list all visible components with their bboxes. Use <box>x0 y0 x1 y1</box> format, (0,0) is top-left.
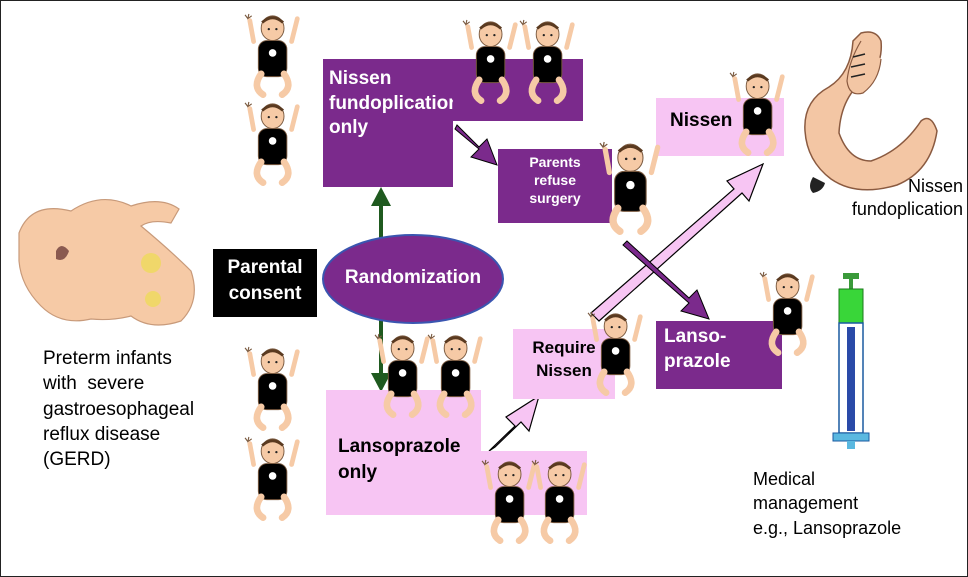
yellow-baby-icon <box>463 20 515 101</box>
medical-caption: Medical management e.g., Lansoprazole <box>753 467 901 540</box>
fundoplication-caption: Nissen fundoplication <box>827 175 963 221</box>
red-baby-icon <box>245 347 297 428</box>
medical-caption-line-3: e.g., Lansoprazole <box>753 516 901 540</box>
preterm-caption-line-4: reflux disease <box>43 422 194 447</box>
preterm-caption-line-3: gastroesophageal <box>43 397 194 422</box>
preterm-caption: Preterm infants with severe gastroesopha… <box>43 346 194 472</box>
preterm-caption-line-2: with severe <box>43 371 194 396</box>
yellow-baby-icon <box>520 20 572 101</box>
medical-caption-line-1: Medical <box>753 467 901 491</box>
preterm-caption-line-5: (GERD) <box>43 447 194 472</box>
red-baby-icon <box>245 437 297 518</box>
medical-caption-line-2: management <box>753 491 901 515</box>
red-baby-icon <box>588 312 640 393</box>
red-baby-icon <box>428 334 480 415</box>
red-baby-icon <box>375 334 427 415</box>
red-baby-icon <box>532 460 584 541</box>
yellow-baby-icon <box>760 272 812 353</box>
fundoplication-caption-line-1: Nissen <box>827 175 963 198</box>
red-baby-icon <box>730 72 782 153</box>
yellow-baby-icon <box>245 14 297 95</box>
yellow-baby-icon <box>600 142 658 231</box>
red-baby-icon <box>482 460 534 541</box>
preterm-caption-line-1: Preterm infants <box>43 346 194 371</box>
fundoplication-caption-line-2: fundoplication <box>827 198 963 221</box>
yellow-baby-icon <box>245 102 297 183</box>
